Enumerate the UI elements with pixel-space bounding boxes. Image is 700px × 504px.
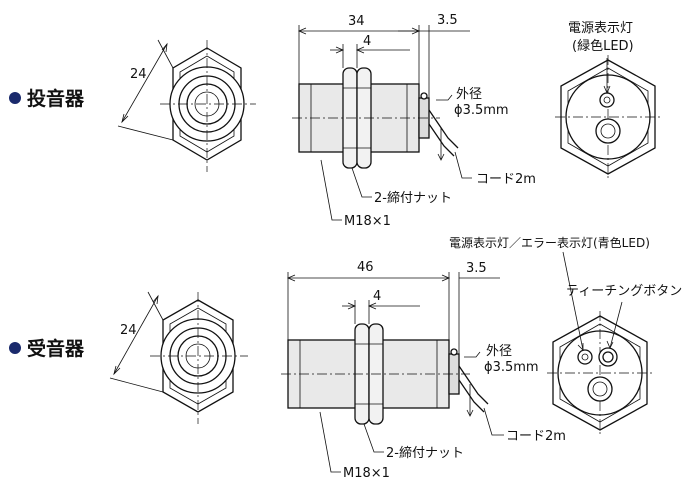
emitter-bullet-icon	[9, 92, 21, 104]
emitter-led-label-1: 電源表示灯	[568, 21, 633, 36]
emitter-section: 投音器 24	[9, 13, 662, 229]
receiver-nut-dim: 4	[373, 289, 381, 304]
emitter-nut-label: 2-締付ナット	[374, 190, 452, 206]
receiver-section: 受音器 24	[9, 236, 682, 481]
emitter-led-icon	[599, 92, 615, 108]
teach-button-label: ティーチングボタン	[566, 284, 682, 299]
emitter-title: 投音器	[27, 87, 85, 110]
emitter-front-view: 24	[117, 39, 256, 172]
receiver-cable-label-2: ϕ3.5mm	[484, 360, 539, 375]
emitter-led-label-2: (緑色LED)	[572, 38, 634, 54]
emitter-back-view: 電源表示灯 (緑色LED)	[555, 21, 662, 180]
teach-button-icon	[598, 347, 618, 367]
emitter-length-dim: 34	[348, 14, 365, 29]
emitter-hex-dim: 24	[130, 67, 147, 82]
emitter-side-view: 34 4 3.5 外径 ϕ3.5mm コード2m 2-締付ナッ	[292, 13, 536, 229]
receiver-front-view: 24	[109, 291, 248, 424]
receiver-length-dim: 46	[357, 260, 374, 275]
receiver-led-icon	[577, 349, 593, 365]
emitter-thread-label: M18×1	[344, 214, 391, 229]
receiver-cable-label-1: 外径	[486, 344, 512, 359]
emitter-tail-dim: 3.5	[437, 13, 458, 28]
receiver-led-label: 電源表示灯／エラー表示灯(青色LED)	[449, 236, 650, 250]
emitter-cable-label-2: ϕ3.5mm	[454, 103, 509, 118]
emitter-nut-dim: 4	[363, 34, 371, 49]
receiver-bullet-icon	[9, 342, 21, 354]
receiver-side-view: 46 4 3.5 外径 ϕ3.5mm コード2m 2-締付ナット	[281, 260, 566, 481]
receiver-title: 受音器	[27, 337, 85, 360]
receiver-cord-label: コード2m	[506, 429, 566, 444]
emitter-cable-label-1: 外径	[456, 87, 482, 102]
receiver-hex-dim: 24	[120, 323, 137, 338]
receiver-nut-label: 2-締付ナット	[386, 445, 464, 461]
emitter-cord-label: コード2m	[476, 172, 536, 187]
receiver-thread-label: M18×1	[343, 466, 390, 481]
receiver-tail-dim: 3.5	[466, 261, 487, 276]
receiver-back-view: 電源表示灯／エラー表示灯(青色LED) ティーチングボタン	[449, 236, 682, 436]
